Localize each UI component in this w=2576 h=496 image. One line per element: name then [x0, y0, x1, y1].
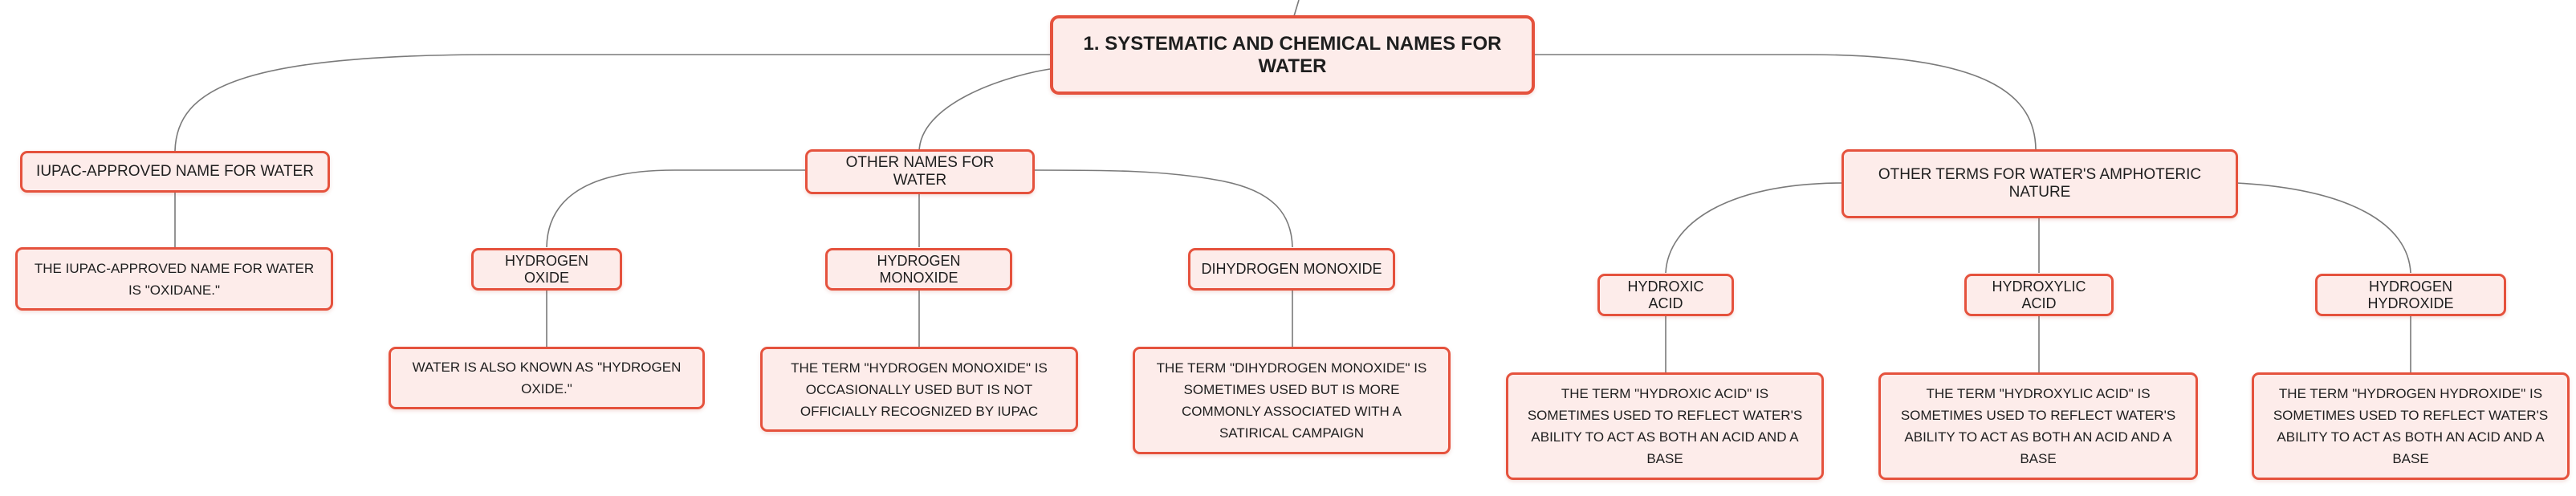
subtopic-hydrogen-oxide[interactable]: HYDROGEN OXIDE	[471, 248, 622, 291]
subtopic-hydroxic-acid[interactable]: HYDROXIC ACID	[1597, 274, 1734, 316]
description-text: THE TERM "HYDROXIC ACID" IS SOMETIMES US…	[1527, 386, 1803, 466]
topic-label: OTHER TERMS FOR WATER'S AMPHOTERIC NATUR…	[1878, 166, 2202, 201]
description-hydroxic-acid[interactable]: THE TERM "HYDROXIC ACID" IS SOMETIMES US…	[1506, 372, 1824, 480]
connector-line	[1293, 0, 1300, 17]
description-text: THE TERM "HYDROXYLIC ACID" IS SOMETIMES …	[1900, 386, 2176, 466]
description-hydroxylic-acid[interactable]: THE TERM "HYDROXYLIC ACID" IS SOMETIMES …	[1878, 372, 2198, 480]
connector-line	[174, 54, 1050, 152]
description-hydrogen-monoxide[interactable]: THE TERM "HYDROGEN MONOXIDE" IS OCCASION…	[760, 347, 1078, 432]
connector-line	[1535, 54, 2037, 150]
description-hydrogen-oxide[interactable]: WATER IS ALSO KNOWN AS "HYDROGEN OXIDE."	[389, 347, 705, 409]
topic-iupac-approved-name[interactable]: IUPAC-APPROVED NAME FOR WATER	[20, 151, 330, 193]
topic-label: IUPAC-APPROVED NAME FOR WATER	[36, 163, 314, 180]
root-label: 1. SYSTEMATIC AND CHEMICAL NAMES FOR WAT…	[1083, 32, 1502, 77]
subtopic-label: HYDROXYLIC ACID	[1992, 278, 2086, 311]
description-hydrogen-hydroxide[interactable]: THE TERM "HYDROGEN HYDROXIDE" IS SOMETIM…	[2252, 372, 2570, 480]
subtopic-label: HYDROGEN MONOXIDE	[877, 252, 961, 286]
subtopic-hydroxylic-acid[interactable]: HYDROXYLIC ACID	[1964, 274, 2114, 316]
subtopic-label: HYDROXIC ACID	[1627, 278, 1704, 311]
connector-line	[2236, 182, 2411, 274]
description-text: THE TERM "HYDROGEN MONOXIDE" IS OCCASION…	[791, 360, 1048, 419]
subtopic-dihydrogen-monoxide[interactable]: DIHYDROGEN MONOXIDE	[1188, 248, 1395, 291]
topic-label: OTHER NAMES FOR WATER	[845, 154, 995, 189]
subtopic-label: HYDROGEN OXIDE	[504, 252, 588, 286]
connector-line	[546, 169, 807, 248]
subtopic-hydrogen-hydroxide[interactable]: HYDROGEN HYDROXIDE	[2315, 274, 2506, 316]
root-node[interactable]: 1. SYSTEMATIC AND CHEMICAL NAMES FOR WAT…	[1050, 15, 1535, 95]
topic-other-names[interactable]: OTHER NAMES FOR WATER	[805, 149, 1035, 194]
description-iupac-approved-name[interactable]: THE IUPAC-APPROVED NAME FOR WATER IS "OX…	[15, 247, 333, 311]
description-text: THE IUPAC-APPROVED NAME FOR WATER IS "OX…	[34, 260, 315, 298]
subtopic-hydrogen-monoxide[interactable]: HYDROGEN MONOXIDE	[825, 248, 1012, 291]
subtopic-label: DIHYDROGEN MONOXIDE	[1201, 261, 1382, 277]
description-text: THE TERM "HYDROGEN HYDROXIDE" IS SOMETIM…	[2273, 386, 2549, 466]
connector-line	[918, 68, 1051, 153]
description-text: WATER IS ALSO KNOWN AS "HYDROGEN OXIDE."	[412, 360, 682, 396]
topic-amphoteric-terms[interactable]: OTHER TERMS FOR WATER'S AMPHOTERIC NATUR…	[1841, 149, 2238, 218]
connector-line	[1033, 169, 1293, 248]
description-dihydrogen-monoxide[interactable]: THE TERM "DIHYDROGEN MONOXIDE" IS SOMETI…	[1133, 347, 1451, 454]
subtopic-label: HYDROGEN HYDROXIDE	[2367, 278, 2454, 311]
connector-line	[1665, 182, 1844, 274]
description-text: THE TERM "DIHYDROGEN MONOXIDE" IS SOMETI…	[1156, 360, 1427, 441]
